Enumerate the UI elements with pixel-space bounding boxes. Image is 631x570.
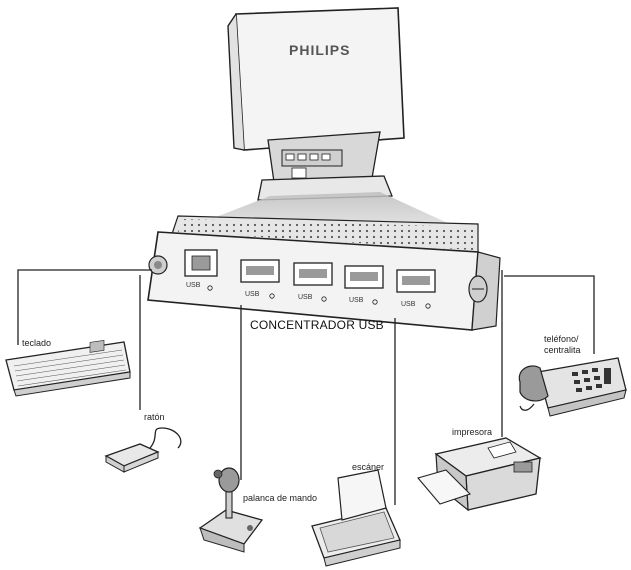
port-label-upstream: USB [186, 282, 201, 289]
keyboard-label: teclado [22, 338, 52, 348]
scanner-label: escáner [352, 462, 385, 472]
joystick-icon [198, 467, 264, 553]
scanner-icon [311, 469, 401, 567]
printer-icon [417, 437, 542, 512]
connection-lines [17, 269, 595, 505]
monitor-icon [227, 7, 405, 201]
port-label-3: USB [349, 297, 364, 304]
phone-label-line2: centralita [544, 345, 581, 355]
port-label-4: USB [401, 301, 416, 308]
keyboard-icon [5, 340, 131, 397]
mouse-label: ratón [144, 412, 165, 422]
mouse-icon [104, 427, 182, 473]
joystick-label: palanca de mando [243, 493, 318, 503]
port-label-2: USB [298, 294, 313, 301]
printer-label: impresora [452, 427, 493, 437]
phone-label-line1: teléfono/ [544, 334, 579, 344]
hub-label: CONCENTRADOR USB [250, 318, 384, 332]
usb-hub-icon [147, 215, 501, 331]
telephone-icon [518, 357, 627, 417]
port-label-1: USB [245, 291, 260, 298]
monitor-brand-label: PHILIPS [289, 42, 351, 58]
